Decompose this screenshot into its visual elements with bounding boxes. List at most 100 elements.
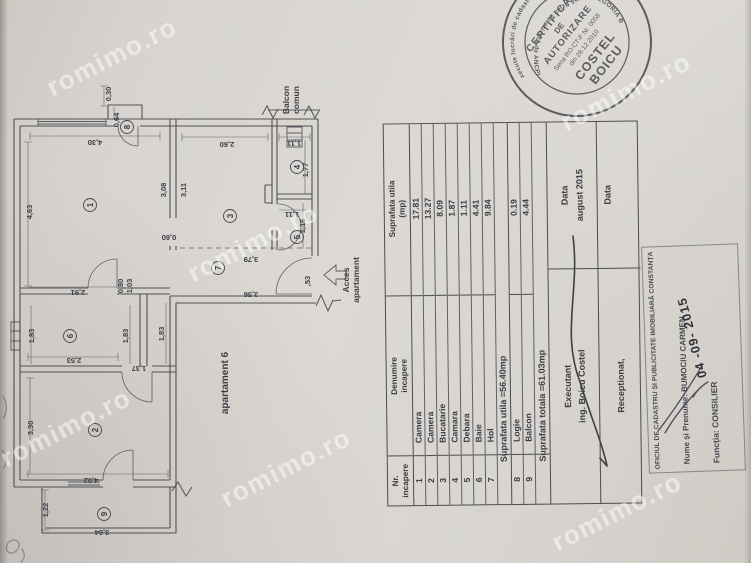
receptionat-row: Receptionat, Data — [597, 121, 644, 503]
table-cell: 3 — [437, 454, 450, 505]
svg-text:3: 3 — [226, 213, 235, 218]
signature-stroke — [570, 235, 608, 467]
table-cell: 6 — [473, 454, 486, 505]
page-right-shadow — [744, 0, 751, 563]
dimension-label: 1,15 — [298, 219, 307, 234]
room-number-marker: 2 — [88, 423, 102, 437]
dimension-label: 2,60 — [220, 140, 235, 149]
room-number-marker: 4 — [290, 160, 304, 174]
dimension-label: 3,08 — [159, 183, 168, 198]
table-cell: 13.27 — [422, 197, 433, 220]
executant-name: ing. Boicu Costel — [575, 349, 587, 423]
room-number-marker: 8 — [120, 120, 134, 134]
plan-label: apartament 6 — [220, 351, 231, 414]
table-cell: 9 — [523, 453, 536, 504]
table-cell: Camera — [411, 295, 425, 456]
receptionat-label: Receptionat, — [598, 267, 644, 503]
dimension-label: 3,64 — [94, 528, 109, 537]
dimension-label: 2,91 — [71, 288, 86, 297]
dimension-label: 1,37 — [132, 364, 147, 373]
dimension-label: 4,02 — [84, 476, 99, 485]
svg-text:5: 5 — [293, 234, 302, 239]
svg-text:4: 4 — [293, 164, 302, 169]
dimension-label: 1,77 — [301, 163, 310, 178]
table-cell: Bucatarie — [435, 294, 449, 455]
svg-text:6: 6 — [66, 333, 75, 338]
dimension-label: 1,83 — [27, 329, 36, 344]
dimension-label: 1,11 — [285, 210, 299, 219]
table-cell: 5 — [461, 454, 474, 505]
table-cell: Baie — [471, 294, 485, 455]
svg-text:9: 9 — [100, 511, 109, 516]
table-cell: 4 — [449, 454, 462, 505]
plan-label: comun — [291, 86, 301, 114]
table-cell: 1.87 — [446, 199, 457, 217]
page-left-shadow — [0, 0, 8, 563]
registry-stamp: OFICIUL DE CADASTRU ȘI PUBLICITATE IMOBI… — [641, 243, 746, 474]
table-cell: 4.44 — [520, 198, 531, 216]
room-number-marker: 9 — [97, 507, 111, 521]
dimension-label: 1,03 — [125, 279, 134, 294]
executant-label: Executant — [562, 364, 573, 408]
plan-label: Acces — [341, 267, 351, 292]
table-cell: Hol — [483, 294, 497, 455]
table-cell: 1.11 — [458, 199, 469, 217]
header-suprafata: Suprafata utila (mp) — [387, 180, 407, 238]
dimension-label: 3,56 — [244, 290, 259, 299]
data-cell: Data august 2015 — [547, 122, 598, 269]
dimension-label: 3,30 — [26, 421, 35, 436]
svg-text:7: 7 — [214, 265, 223, 270]
dimension-label: 4,30 — [88, 138, 103, 147]
room-number-marker: 7 — [211, 261, 225, 275]
executant-row: Executant ing. Boicu Costel Data august … — [546, 121, 602, 504]
receptionat-data-label: Data — [602, 185, 613, 205]
table-cell: Camera — [423, 294, 437, 456]
room-measurement-table: Nr. incapere Denumire incapere Suprafata… — [382, 120, 644, 507]
plan-label: Balcon — [281, 86, 291, 114]
table-cell: Logie — [509, 293, 523, 455]
table-cell: Camara — [447, 294, 461, 455]
edge-pen-marks — [1, 395, 25, 563]
table-cell: 8.09 — [434, 199, 445, 217]
table-cell: Debara — [459, 294, 473, 455]
dimension-label: 1,83 — [121, 329, 130, 344]
dimension-lines — [24, 85, 311, 531]
table-cell: 7 — [485, 454, 498, 505]
dimension-label: ,53 — [303, 276, 312, 286]
executant-cell: Executant ing. Boicu Costel — [548, 267, 601, 504]
stamp-signature-scribble — [657, 365, 709, 434]
dimension-label: 0,30 — [104, 87, 113, 102]
svg-text:1: 1 — [86, 202, 95, 207]
table-cell: 8 — [511, 453, 524, 505]
data-value: august 2015 — [574, 169, 585, 222]
room-number-marker: 3 — [223, 209, 237, 223]
room-number-marker: 6 — [63, 329, 77, 343]
table-cell: 0.19 — [508, 199, 519, 216]
table-cell: Balcon — [521, 293, 535, 454]
svg-text:8: 8 — [123, 124, 132, 129]
dimension-label: 1,22 — [41, 503, 50, 518]
access-arrow-icon — [323, 264, 347, 286]
dimension-label: 3,79 — [244, 255, 259, 264]
dimension-label: 2,53 — [67, 356, 82, 365]
table-cell: 1 — [413, 455, 426, 506]
svg-text:2: 2 — [91, 427, 100, 432]
table-cell: 2 — [425, 454, 438, 506]
room-number-markers: 1 2 3 4 5 6 7 8 9 — [63, 120, 304, 521]
header-nr: Nr. incapere — [387, 455, 414, 506]
registry-stamp-office: OFICIUL DE CADASTRU ȘI PUBLICITATE IMOBI… — [647, 251, 662, 470]
dimension-label: 1,83 — [157, 327, 166, 342]
window-sills — [10, 109, 318, 486]
room-number-marker: 1 — [83, 198, 97, 212]
wall-break-symbols — [171, 104, 342, 497]
table-cell: 4.41 — [470, 199, 481, 217]
dimension-label: 1,11 — [287, 139, 301, 148]
walls — [13, 104, 319, 534]
dimension-label: 3,11 — [179, 183, 188, 197]
registry-stamp-function: Funcția: CONSILIER — [708, 381, 722, 464]
